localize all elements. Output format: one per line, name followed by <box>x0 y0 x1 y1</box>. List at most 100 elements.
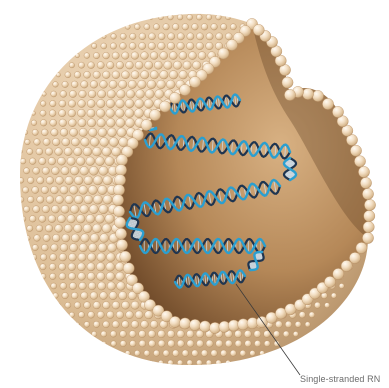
shell-bead <box>69 186 78 195</box>
shell-bead <box>211 24 218 31</box>
shell-bead <box>31 111 35 115</box>
shell-bead <box>79 186 88 195</box>
shell-bead <box>27 196 34 203</box>
shell-bead <box>366 159 371 164</box>
shell-bead <box>361 139 366 144</box>
shell-bead <box>65 195 73 203</box>
shell-bead <box>106 272 115 281</box>
shell-bead <box>117 128 126 137</box>
shell-bead <box>52 167 60 175</box>
shell-bead <box>285 321 292 328</box>
shell-bead <box>93 224 102 233</box>
shell-bead <box>68 273 75 280</box>
shell-bead <box>135 311 143 319</box>
shell-bead <box>64 148 72 156</box>
shell-bead <box>93 321 99 327</box>
shell-bead <box>106 99 115 108</box>
shell-bead <box>80 166 89 175</box>
shell-bead <box>76 157 85 166</box>
shell-bead <box>150 71 158 79</box>
shell-bead <box>206 14 212 20</box>
shell-bead <box>131 321 139 329</box>
shell-bead <box>103 52 110 59</box>
shell-bead <box>107 61 114 68</box>
shell-bead <box>56 303 60 307</box>
shell-bead <box>37 177 44 184</box>
shell-bead <box>34 235 41 242</box>
shell-bead <box>102 224 111 233</box>
shell-bead <box>264 341 270 347</box>
shell-bead <box>302 81 309 88</box>
shell-bead <box>18 178 24 184</box>
shell-bead <box>177 33 184 40</box>
shell-bead <box>126 311 134 319</box>
shell-bead <box>36 225 43 232</box>
shell-bead <box>136 90 145 99</box>
shell-bead <box>87 119 95 127</box>
shell-bead <box>119 80 127 88</box>
shell-bead <box>147 80 156 89</box>
shell-bead <box>40 264 46 270</box>
shell-bead <box>150 52 158 60</box>
shell-bead <box>120 331 127 338</box>
rna-callout-label: Single-stranded RN <box>300 374 380 384</box>
shell-bead <box>305 322 310 327</box>
shell-bead <box>192 350 199 357</box>
shell-bead <box>107 282 115 290</box>
rim-bead <box>358 166 369 177</box>
shell-bead <box>293 331 298 336</box>
shell-bead <box>144 99 153 108</box>
shell-bead <box>69 119 77 127</box>
shell-bead <box>160 71 169 80</box>
shell-bead <box>206 360 212 366</box>
shell-bead <box>58 215 66 223</box>
shell-bead <box>88 282 96 290</box>
shell-bead <box>125 351 130 356</box>
shell-bead <box>126 61 134 69</box>
shell-bead <box>115 109 124 118</box>
shell-bead <box>106 109 115 118</box>
shell-bead <box>157 80 166 89</box>
shell-bead <box>88 311 95 318</box>
shell-bead <box>84 71 91 78</box>
shell-bead <box>122 71 130 79</box>
shell-bead <box>88 90 96 98</box>
shell-bead <box>40 101 46 107</box>
shell-bead <box>329 91 335 97</box>
shell-bead <box>119 137 128 146</box>
shell-bead <box>70 167 79 176</box>
shell-bead <box>102 341 106 345</box>
shell-bead <box>179 52 187 60</box>
shell-bead <box>295 71 302 78</box>
rim-bead <box>120 251 131 262</box>
shell-bead <box>59 119 67 127</box>
shell-bead <box>40 120 47 127</box>
shell-bead <box>107 311 114 318</box>
shell-bead <box>120 33 126 39</box>
shell-bead <box>112 71 120 79</box>
shell-bead <box>60 91 67 98</box>
rim-bead <box>284 89 295 100</box>
shell-bead <box>139 42 146 49</box>
shell-bead <box>56 73 60 77</box>
shell-bead <box>154 61 162 69</box>
shell-bead <box>52 138 60 146</box>
shell-bead <box>331 82 336 87</box>
shell-bead <box>48 157 56 165</box>
shell-bead <box>177 340 184 347</box>
shell-bead <box>196 33 203 40</box>
shell-bead <box>103 321 110 328</box>
shell-bead <box>102 34 106 38</box>
shell-bead <box>321 81 327 87</box>
rim-bead <box>362 232 373 243</box>
shell-bead <box>112 321 119 328</box>
rim-bead <box>282 77 293 88</box>
shell-bead <box>158 340 165 347</box>
shell-bead <box>141 71 149 79</box>
shell-bead <box>90 234 99 243</box>
shell-bead <box>206 340 213 347</box>
shell-bead <box>86 157 95 166</box>
shell-bead <box>168 33 175 40</box>
shell-bead <box>186 330 194 338</box>
